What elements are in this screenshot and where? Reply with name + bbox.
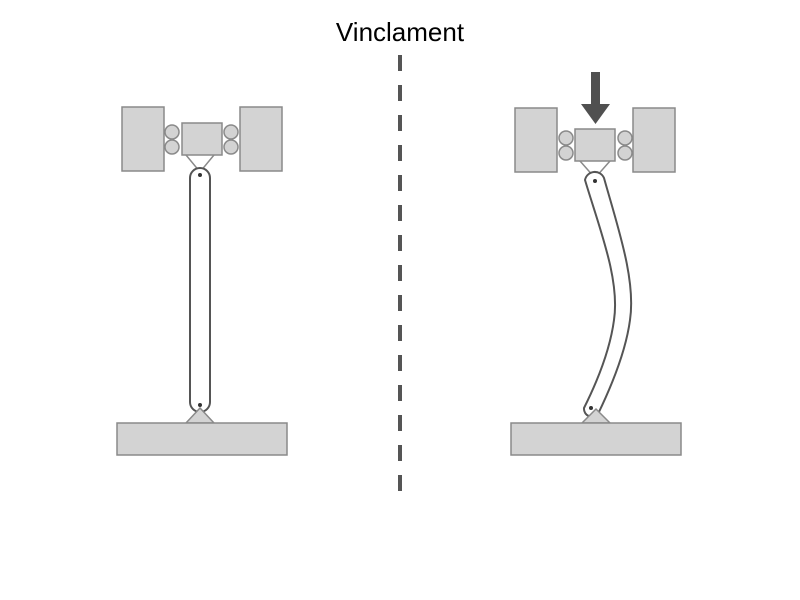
pin (198, 403, 202, 407)
diagram-title: Vinclament (335, 17, 465, 47)
left-guide-block (121, 106, 165, 172)
right-guide-block (239, 106, 283, 172)
roller (164, 124, 180, 140)
roller (223, 124, 239, 140)
pin (589, 406, 593, 410)
right-guide-block (632, 107, 676, 173)
slider-block (181, 122, 223, 156)
column (189, 167, 211, 413)
left-guide-block (514, 107, 558, 173)
roller (617, 130, 633, 146)
roller (558, 145, 574, 161)
roller (223, 139, 239, 155)
roller (617, 145, 633, 161)
ground-base (510, 422, 682, 456)
buckled-column-assembly (510, 107, 682, 456)
pin (593, 179, 597, 183)
pin (198, 173, 202, 177)
buckled-column (582, 170, 633, 418)
roller (558, 130, 574, 146)
bottom-pin-support (184, 406, 216, 424)
unloaded-column-assembly (116, 106, 288, 456)
slider-block (574, 128, 616, 162)
ground-base (116, 422, 288, 456)
roller (164, 139, 180, 155)
load-arrow-icon (581, 72, 610, 124)
